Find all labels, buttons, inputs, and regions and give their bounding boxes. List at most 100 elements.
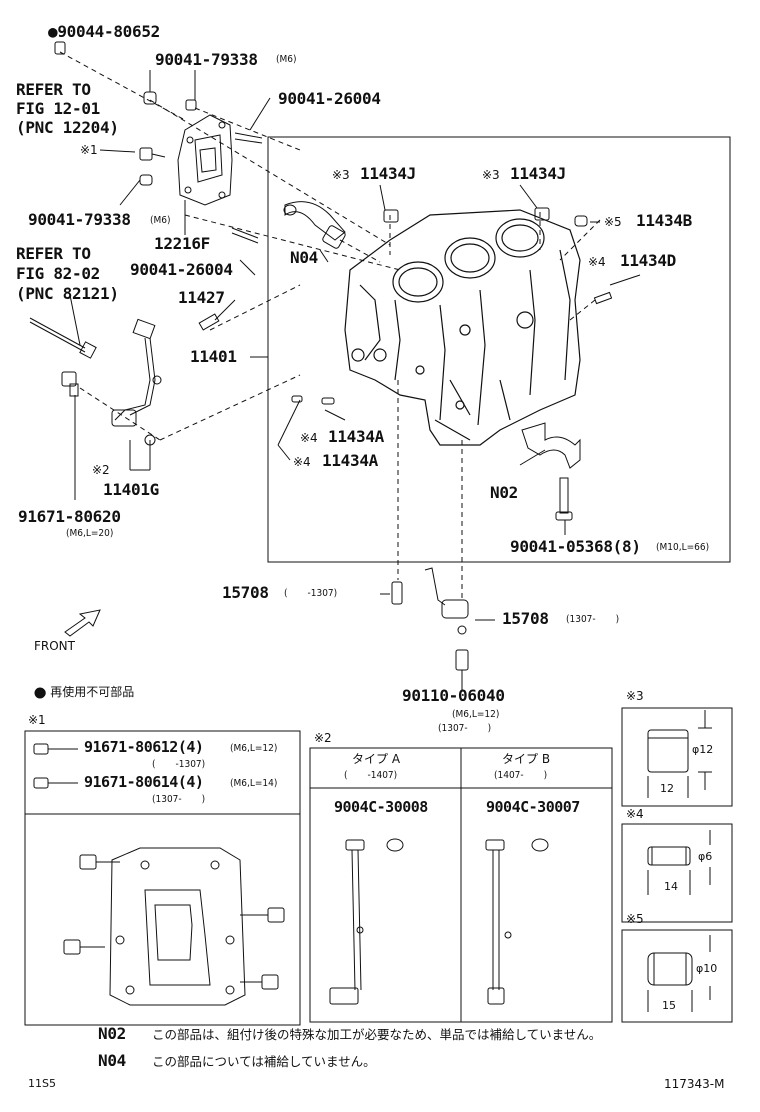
note-n02-code: N02 <box>98 1024 126 1043</box>
oil-jet-15708-a <box>391 581 403 605</box>
part-number-n04[interactable]: N04 <box>290 248 318 267</box>
note-n02-text: この部品は、組付け後の特殊な加工が必要なため、単品では補給していません。 <box>152 1027 602 1042</box>
box2-type-a: タイプ A <box>352 752 401 766</box>
box1-row1-part[interactable]: 91671-80612(4) <box>84 738 204 756</box>
refer-fig-82-02-line1: REFER TO <box>16 244 91 263</box>
part-spec-m10-l66: (M10,L=66) <box>656 542 710 553</box>
box4-mark: ※4 <box>626 807 644 821</box>
box1-row2-range: (1307- ) <box>152 794 206 805</box>
box1-bolts <box>33 743 78 789</box>
box5-diameter: φ10 <box>696 962 718 975</box>
mark-1-label: ※1 <box>80 143 98 157</box>
box5-dowel-drawing <box>647 935 711 1012</box>
dowel-11434b <box>574 215 588 227</box>
box3-dowel-drawing <box>647 710 712 798</box>
part-number-90041-05368[interactable]: 90041-05368(8) <box>510 537 641 556</box>
part-number-12216f[interactable]: 12216F <box>154 234 210 253</box>
oil-jet-15708-b <box>424 567 469 671</box>
refer-fig-82-02-line2[interactable]: FIG 82-02 <box>16 264 100 283</box>
box5-length: 15 <box>662 999 676 1012</box>
box1-row1-range: ( -1307) <box>152 759 206 770</box>
part-range-15708-b: (1307- ) <box>566 614 620 625</box>
box3-frame <box>621 707 733 807</box>
n04-pipe <box>283 201 346 249</box>
dowel-11434j-a <box>383 209 399 223</box>
part-spec-m6-low: (M6) <box>150 215 171 226</box>
mark-5-label: ※5 <box>604 215 622 229</box>
box4-pin-drawing <box>647 830 711 895</box>
part-range-15708-a: ( -1307) <box>284 588 338 599</box>
mark-4-label-a1: ※4 <box>300 431 318 445</box>
box2-sensor-a <box>329 838 404 1005</box>
engine-block <box>344 209 581 446</box>
pin-11434a-2 <box>321 397 335 405</box>
plate-12216f <box>177 114 233 206</box>
box4-diameter: φ6 <box>698 850 713 863</box>
part-number-11434j-a[interactable]: 11434J <box>360 164 416 183</box>
part-spec-m6-l12: (M6,L=12) <box>452 709 500 720</box>
part-number-90041-26004-low[interactable]: 90041-26004 <box>130 260 233 279</box>
box2-type-b-range: (1407- ) <box>494 770 548 781</box>
part-number-15708-a[interactable]: 15708 <box>222 583 269 602</box>
box2-type-b: タイプ B <box>502 752 551 766</box>
box1-row2-spec: (M6,L=14) <box>230 778 278 789</box>
legend-reuse-note: ● 再使用不可部品 <box>36 685 135 699</box>
refer-fig-12-01-line2[interactable]: FIG 12-01 <box>16 99 100 118</box>
part-spec-m6-l20: (M6,L=20) <box>66 528 114 539</box>
box2-part-b[interactable]: 9004C-30007 <box>486 798 580 816</box>
box1-row2-part[interactable]: 91671-80614(4) <box>84 773 204 791</box>
part-number-90041-79338-low[interactable]: 90041-79338 <box>28 210 131 229</box>
refer-fig-12-01-line3: (PNC 12204) <box>16 118 119 137</box>
box1-plate-drawing <box>63 847 285 1006</box>
box2-type-a-range: ( -1407) <box>344 770 398 781</box>
box2-mark: ※2 <box>314 731 332 745</box>
part-number-11434b[interactable]: 11434B <box>636 211 692 230</box>
refer-fig-12-01-line1: REFER TO <box>16 80 91 99</box>
sensor-wire <box>29 317 162 446</box>
solid-leaders <box>69 70 641 690</box>
part-number-11434a-2[interactable]: 11434A <box>322 451 378 470</box>
mark-4-label-d: ※4 <box>588 255 606 269</box>
part-number-90044-80652[interactable]: ●90044-80652 <box>48 22 160 41</box>
part-spec-m6-top: (M6) <box>276 54 297 65</box>
part-number-11434j-b[interactable]: 11434J <box>510 164 566 183</box>
part-number-91671-80620[interactable]: 91671-80620 <box>18 507 121 526</box>
dowel-11434j-b <box>534 207 550 221</box>
mark-3-label-a: ※3 <box>332 168 350 182</box>
dashed-leaders <box>59 51 601 600</box>
box5-mark: ※5 <box>626 912 644 926</box>
fasteners-top-left <box>54 41 263 244</box>
part-number-11401[interactable]: 11401 <box>190 347 237 366</box>
box3-mark: ※3 <box>626 689 644 703</box>
part-number-15708-b[interactable]: 15708 <box>502 609 549 628</box>
box4-length: 14 <box>664 880 678 893</box>
part-number-90041-79338-top[interactable]: 90041-79338 <box>155 50 258 69</box>
box3-length: 12 <box>660 782 674 795</box>
part-number-90041-26004-top[interactable]: 90041-26004 <box>278 89 381 108</box>
box1-row1-spec: (M6,L=12) <box>230 743 278 754</box>
box1-mark: ※1 <box>28 713 46 727</box>
pin-11434a-1 <box>291 395 303 403</box>
legend-dot <box>34 687 46 699</box>
box5-frame <box>621 929 733 1023</box>
bolt-91671-80620 <box>61 371 79 397</box>
footer-illustration-number: 117343-M <box>664 1077 725 1091</box>
footer-left-code: 11S5 <box>28 1077 56 1090</box>
dowel-11434d <box>593 291 613 305</box>
part-number-n02[interactable]: N02 <box>490 483 518 502</box>
box2-part-a[interactable]: 9004C-30008 <box>334 798 428 816</box>
box4-frame <box>621 823 733 923</box>
mark-4-label-a2: ※4 <box>293 455 311 469</box>
part-number-11427[interactable]: 11427 <box>178 288 225 307</box>
part-number-90110-06040[interactable]: 90110-06040 <box>402 686 505 705</box>
part-number-11401g[interactable]: 11401G <box>103 480 159 499</box>
mark-2-label: ※2 <box>92 463 110 477</box>
engine-block-frame <box>267 136 731 563</box>
part-number-11434d[interactable]: 11434D <box>620 251 676 270</box>
part-number-11434a-1[interactable]: 11434A <box>328 427 384 446</box>
box2-sensor-b <box>485 838 549 1005</box>
bearing-cap-n02 <box>521 422 581 521</box>
front-arrow <box>64 609 101 637</box>
box3-diameter: φ12 <box>692 743 714 756</box>
